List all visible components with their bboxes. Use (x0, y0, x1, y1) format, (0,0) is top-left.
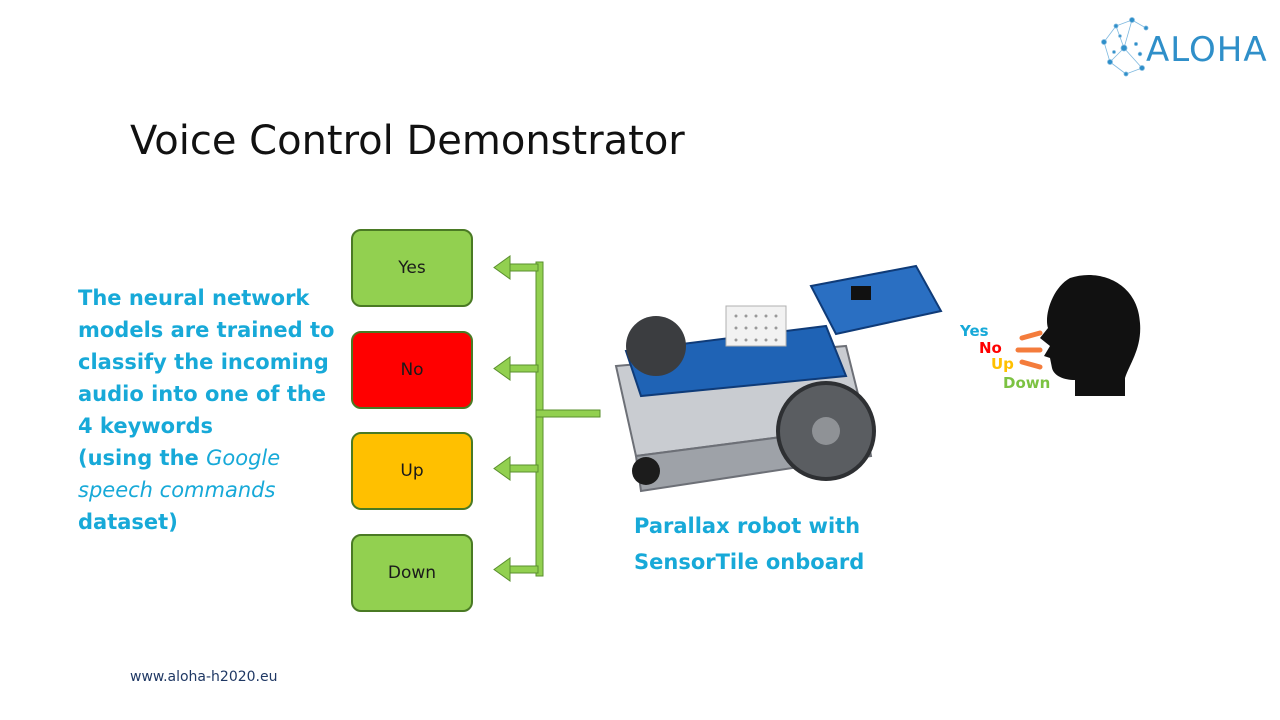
slide-title: Voice Control Demonstrator (130, 118, 685, 164)
keyword-label: No (400, 360, 424, 380)
keyword-label: Up (400, 461, 424, 481)
speech-waves-icon (1015, 330, 1043, 370)
speech-word-yes: Yes (960, 322, 989, 340)
keyword-box-down: Down (351, 534, 473, 612)
description-prefix: (using the (78, 446, 207, 470)
speech-word-no: No (979, 339, 1002, 357)
keyword-label: Down (387, 563, 437, 583)
aloha-logo: ALOHA (1096, 12, 1268, 86)
brain-network-icon (1101, 17, 1149, 77)
logo-text: ALOHA (1146, 30, 1268, 70)
keyword-label: Yes (398, 258, 426, 278)
robot-caption-line2: SensorTile onboard (634, 550, 865, 574)
speech-word-down: Down (1003, 374, 1051, 392)
description-dataset: Google speech commands (78, 446, 281, 502)
description-text: The neural network models are trained to… (78, 282, 338, 538)
description-suffix: dataset) (78, 510, 178, 534)
footer-url: www.aloha-h2020.eu (130, 669, 278, 685)
parallax-robot-image (614, 264, 943, 493)
branch-connector (493, 255, 601, 582)
robot-caption-line1: Parallax robot with (634, 514, 861, 538)
keyword-box-yes: Yes (351, 229, 473, 307)
keyword-box-no: No (351, 331, 473, 409)
speaking-head-icon (1040, 275, 1141, 396)
keyword-box-up: Up (351, 432, 473, 510)
description-main: The neural network models are trained to… (78, 286, 335, 438)
speech-word-up: Up (991, 355, 1014, 373)
robot-caption: Parallax robot with SensorTile onboard (634, 508, 934, 580)
